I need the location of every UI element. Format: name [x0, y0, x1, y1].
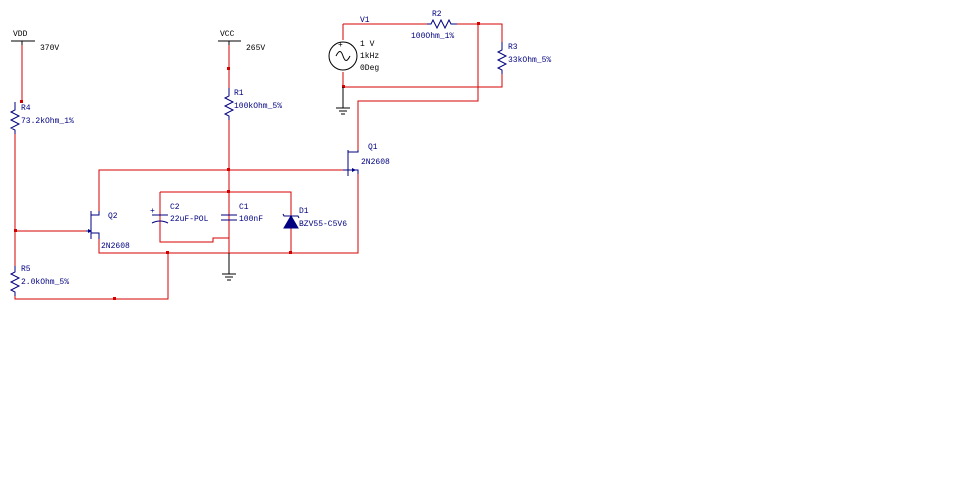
q1-part: 2N2608 — [361, 158, 390, 167]
svg-text:+: + — [338, 41, 343, 50]
wire-r3-bottom — [343, 74, 503, 88]
r3-ref: R3 — [508, 43, 518, 52]
ac-source-v1: + V1 1 V 1kHz 0Deg — [328, 16, 379, 73]
wire-q2-drain — [98, 169, 343, 211]
r4-ref: R4 — [21, 104, 31, 113]
c1-value: 100nF — [239, 215, 263, 224]
junction-dot — [227, 168, 230, 171]
q2-part: 2N2608 — [101, 242, 130, 251]
vdd-supply: VDD 370V — [11, 30, 59, 53]
c1-ref: C1 — [239, 203, 249, 212]
capacitor-c1: C1 100nF — [221, 203, 263, 224]
resistor-r1: R1 100kOhm_5% — [223, 88, 282, 120]
wires — [14, 23, 503, 300]
transistor-q1: Q1 2N2608 — [343, 143, 390, 176]
r1-value: 100kOhm_5% — [234, 102, 282, 111]
r5-value: 2.0kOhm_5% — [21, 278, 69, 287]
vdd-value: 370V — [40, 44, 59, 53]
wire-r2-r3 — [457, 23, 503, 42]
junction-dot — [227, 190, 230, 193]
junction-dot — [227, 67, 230, 70]
junction-dot — [113, 297, 116, 300]
r1-ref: R1 — [234, 89, 244, 98]
r5-ref: R5 — [21, 265, 31, 274]
r4-value: 73.2kOhm_1% — [21, 117, 74, 126]
ac-source-circle — [328, 41, 358, 71]
v1-frequency: 1kHz — [360, 52, 379, 61]
vdd-label: VDD — [13, 30, 28, 39]
wire-top-rail — [160, 191, 292, 253]
junction-dot — [166, 251, 169, 254]
r3-value: 33kOhm_5% — [508, 56, 551, 65]
v1-amplitude: 1 V — [360, 40, 375, 49]
vcc-supply: VCC 265V — [218, 30, 265, 53]
junction-dot — [289, 251, 292, 254]
junction-dot — [342, 85, 345, 88]
resistor-r4: R4 73.2kOhm_1% — [9, 102, 74, 134]
d1-part: BZV55-C5V6 — [299, 220, 347, 229]
d1-ref: D1 — [299, 207, 309, 216]
resistor-r2: R2 100Ohm_1% — [411, 10, 457, 41]
c2-value: 22uF-POL — [170, 215, 209, 224]
svg-text:+: + — [150, 207, 155, 216]
vcc-label: VCC — [220, 30, 235, 39]
r2-ref: R2 — [432, 10, 442, 19]
junction-dot — [14, 229, 17, 232]
v1-ref: V1 — [360, 16, 370, 25]
junction-dot — [477, 22, 480, 25]
junction-dot — [20, 100, 23, 103]
wire-r5-bottom — [14, 252, 169, 300]
capacitor-c2: + C2 22uF-POL — [150, 203, 209, 224]
transistor-q2: Q2 2N2608 — [86, 211, 130, 251]
q1-ref: Q1 — [368, 143, 378, 152]
ground-icon — [222, 253, 236, 281]
sine-wave-icon — [335, 51, 351, 61]
zener-diode-d1: D1 BZV55-C5V6 — [282, 207, 347, 229]
wire-c2-bottom — [159, 192, 229, 243]
resistor-r5: R5 2.0kOhm_5% — [9, 265, 69, 296]
q2-ref: Q2 — [108, 212, 118, 221]
c2-ref: C2 — [170, 203, 180, 212]
junctions — [14, 22, 480, 300]
wire-q1-drain — [357, 24, 479, 150]
vcc-value: 265V — [246, 44, 265, 53]
ground-icon — [336, 87, 350, 115]
v1-phase: 0Deg — [360, 64, 379, 73]
r2-value: 100Ohm_1% — [411, 32, 454, 41]
resistor-r3: R3 33kOhm_5% — [496, 42, 551, 74]
